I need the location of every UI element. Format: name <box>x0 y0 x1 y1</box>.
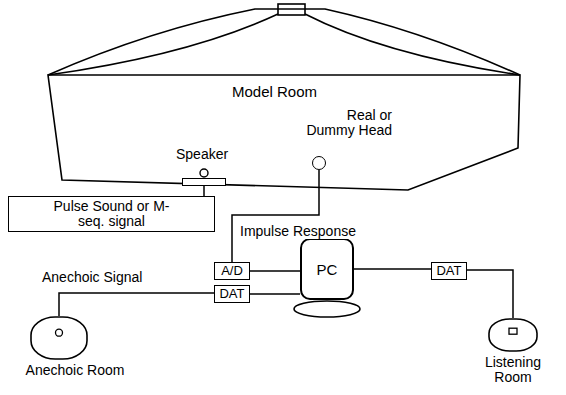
box-label: Pulse Sound or M-seq. signal <box>47 199 177 229</box>
signal-wire <box>354 268 431 270</box>
process-box: Pulse Sound or M-seq. signal <box>8 196 215 232</box>
room-symbol <box>488 318 538 352</box>
box-label: DAT <box>219 287 244 301</box>
box-label: A/D <box>221 264 243 278</box>
roof-outer <box>48 9 520 75</box>
ell-node: Listening Room <box>480 318 546 390</box>
signal-wire <box>467 270 513 318</box>
room-name: Listening Room <box>480 355 546 385</box>
room-node: Model RoomSpeaker Real or Dummy Head <box>40 2 526 194</box>
speaker-body <box>182 178 226 186</box>
head-node: Real or Dummy Head <box>302 108 412 174</box>
signal-wire <box>203 186 205 196</box>
roof-vent <box>278 4 305 15</box>
signal-label: Anechoic Signal <box>40 270 144 285</box>
pc-label: PC <box>317 262 338 277</box>
head-symbol <box>312 156 326 170</box>
signal-wire <box>250 293 300 295</box>
process-box: DAT <box>214 285 250 303</box>
roof-inner <box>48 14 520 75</box>
process-box: DAT <box>431 262 467 280</box>
pc-monitor: PC <box>300 238 354 300</box>
pc-keyboard <box>292 300 362 320</box>
room-name: Anechoic Room <box>18 363 132 378</box>
signal-wire <box>59 293 214 316</box>
box-label: DAT <box>436 264 461 278</box>
speaker-label: Speaker <box>176 147 236 162</box>
ell-node: Anechoic Room <box>18 316 132 378</box>
pc-node: PC <box>292 236 362 320</box>
speaker-node: Speaker <box>176 147 236 189</box>
room-label: Model Room <box>232 84 317 99</box>
room-symbol <box>30 316 88 360</box>
head-label: Real or Dummy Head <box>302 108 392 138</box>
room-walls <box>48 75 520 190</box>
signal-label: Impulse Response <box>238 224 358 239</box>
signal-wire <box>250 270 300 272</box>
process-box: A/D <box>214 262 250 280</box>
signal-wire <box>232 170 319 262</box>
